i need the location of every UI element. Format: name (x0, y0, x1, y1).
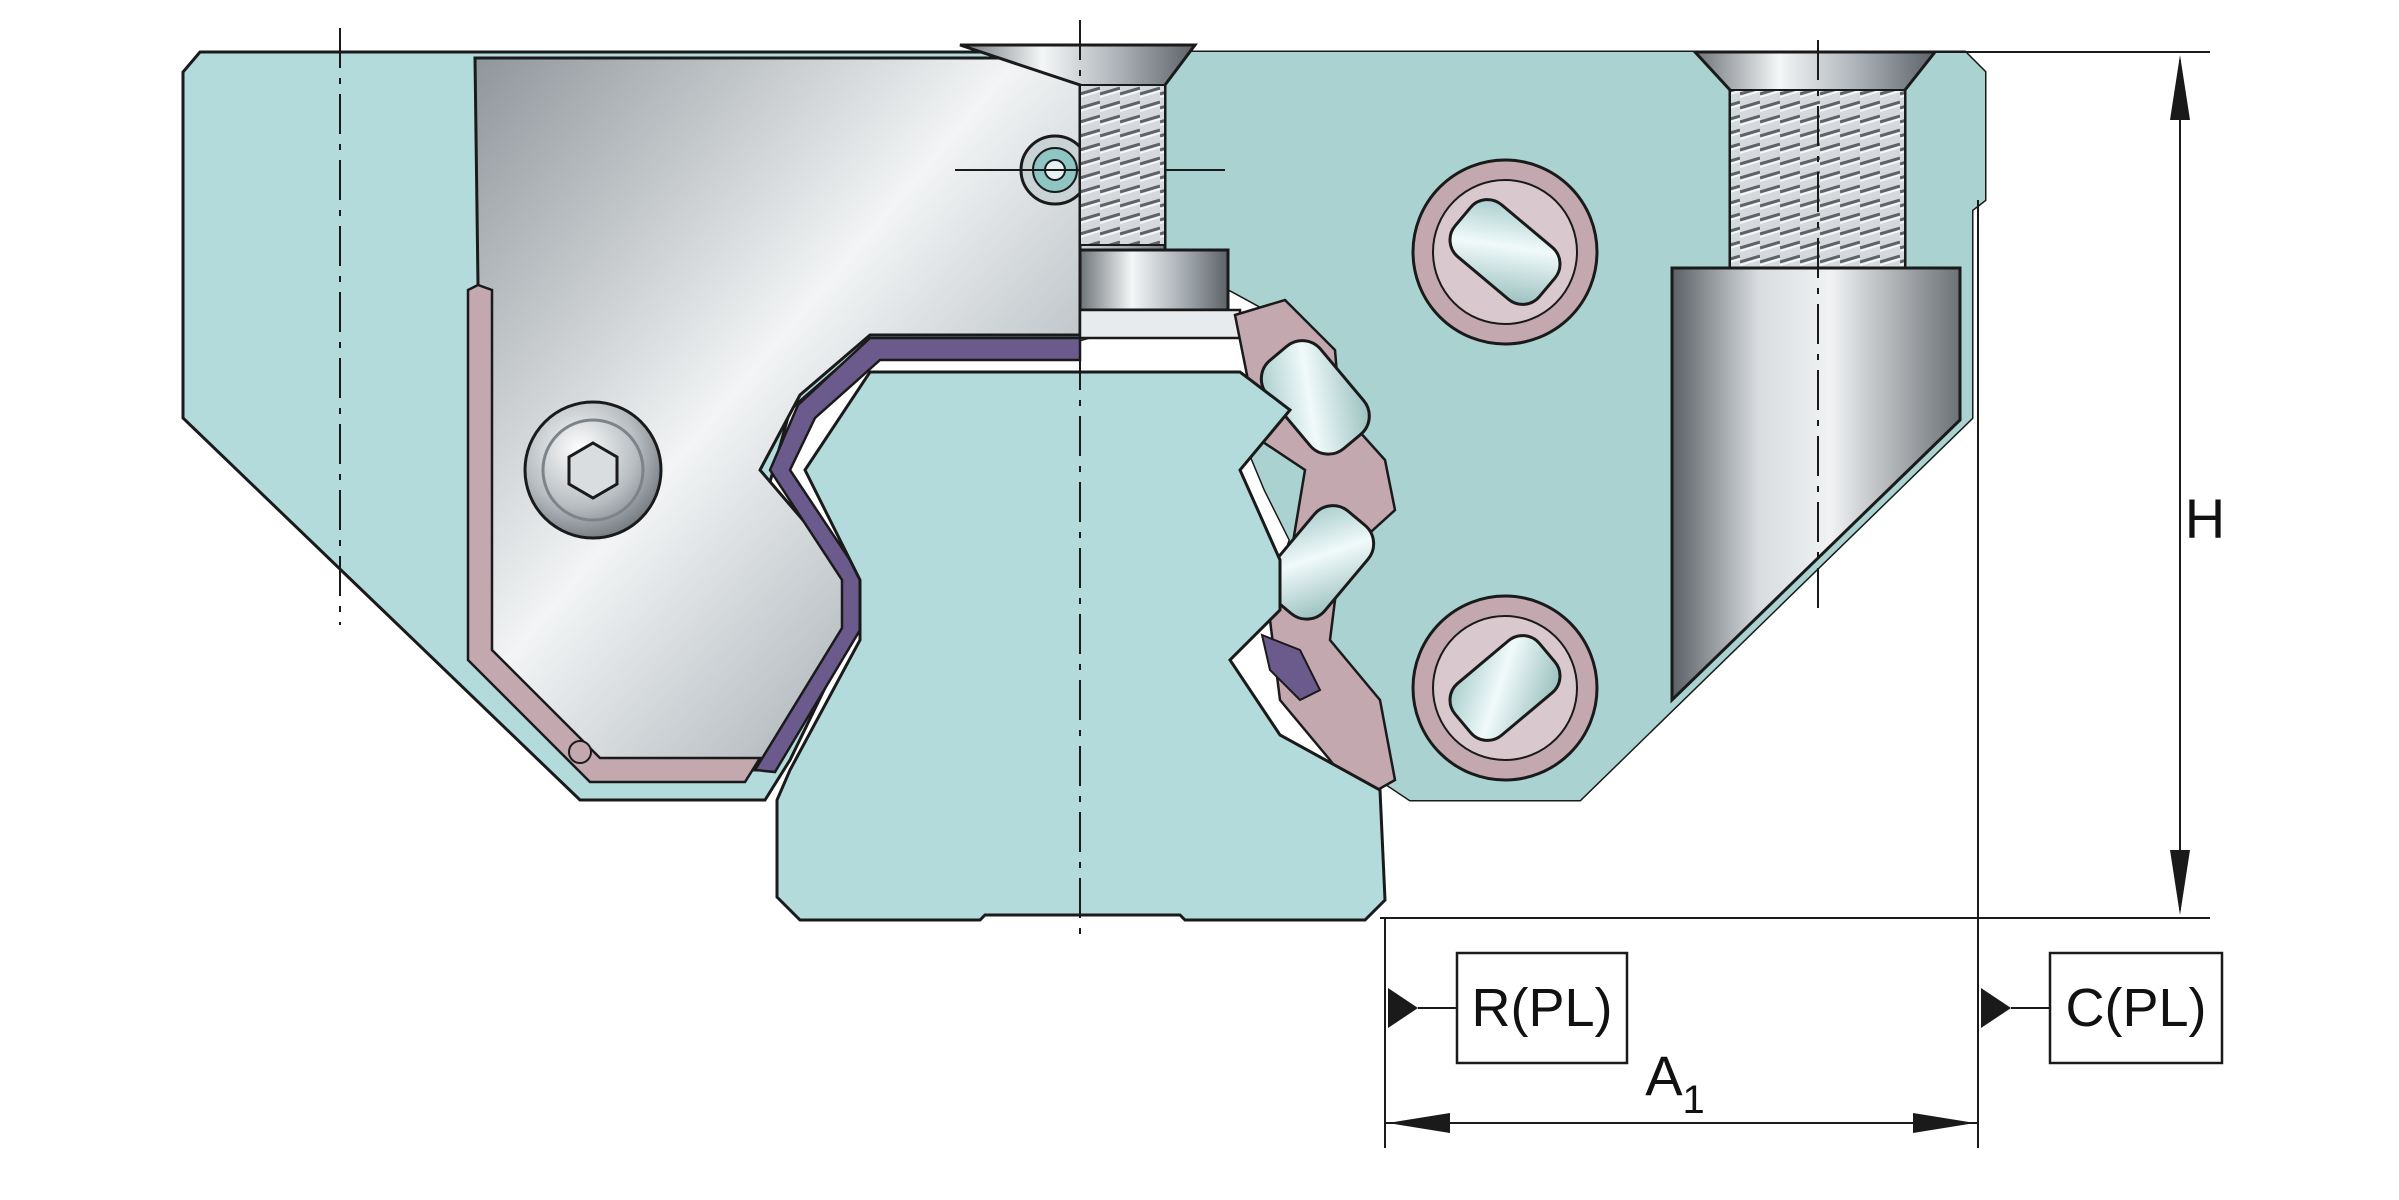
dimension-a1: A1 (1384, 200, 1979, 1148)
return-roller-bottom (1411, 594, 1599, 782)
reference-side-marker: R(PL) (1388, 951, 1629, 1065)
hex-socket-screw-icon (523, 400, 663, 540)
dimension-h: H (1380, 51, 2225, 919)
dimension-h-label: H (2185, 487, 2225, 550)
roller-icon (1259, 339, 1376, 621)
return-roller-top (1411, 158, 1599, 346)
counter-side-label: C(PL) (2065, 978, 2206, 1038)
reference-side-label: R(PL) (1471, 978, 1612, 1038)
countersunk-screw-icon (959, 43, 1242, 340)
seal-strip-left (466, 283, 763, 784)
counter-side-marker: C(PL) (1981, 951, 2224, 1065)
dimension-a1-label: A1 (1645, 1044, 1705, 1122)
center-lines (339, 20, 1819, 935)
